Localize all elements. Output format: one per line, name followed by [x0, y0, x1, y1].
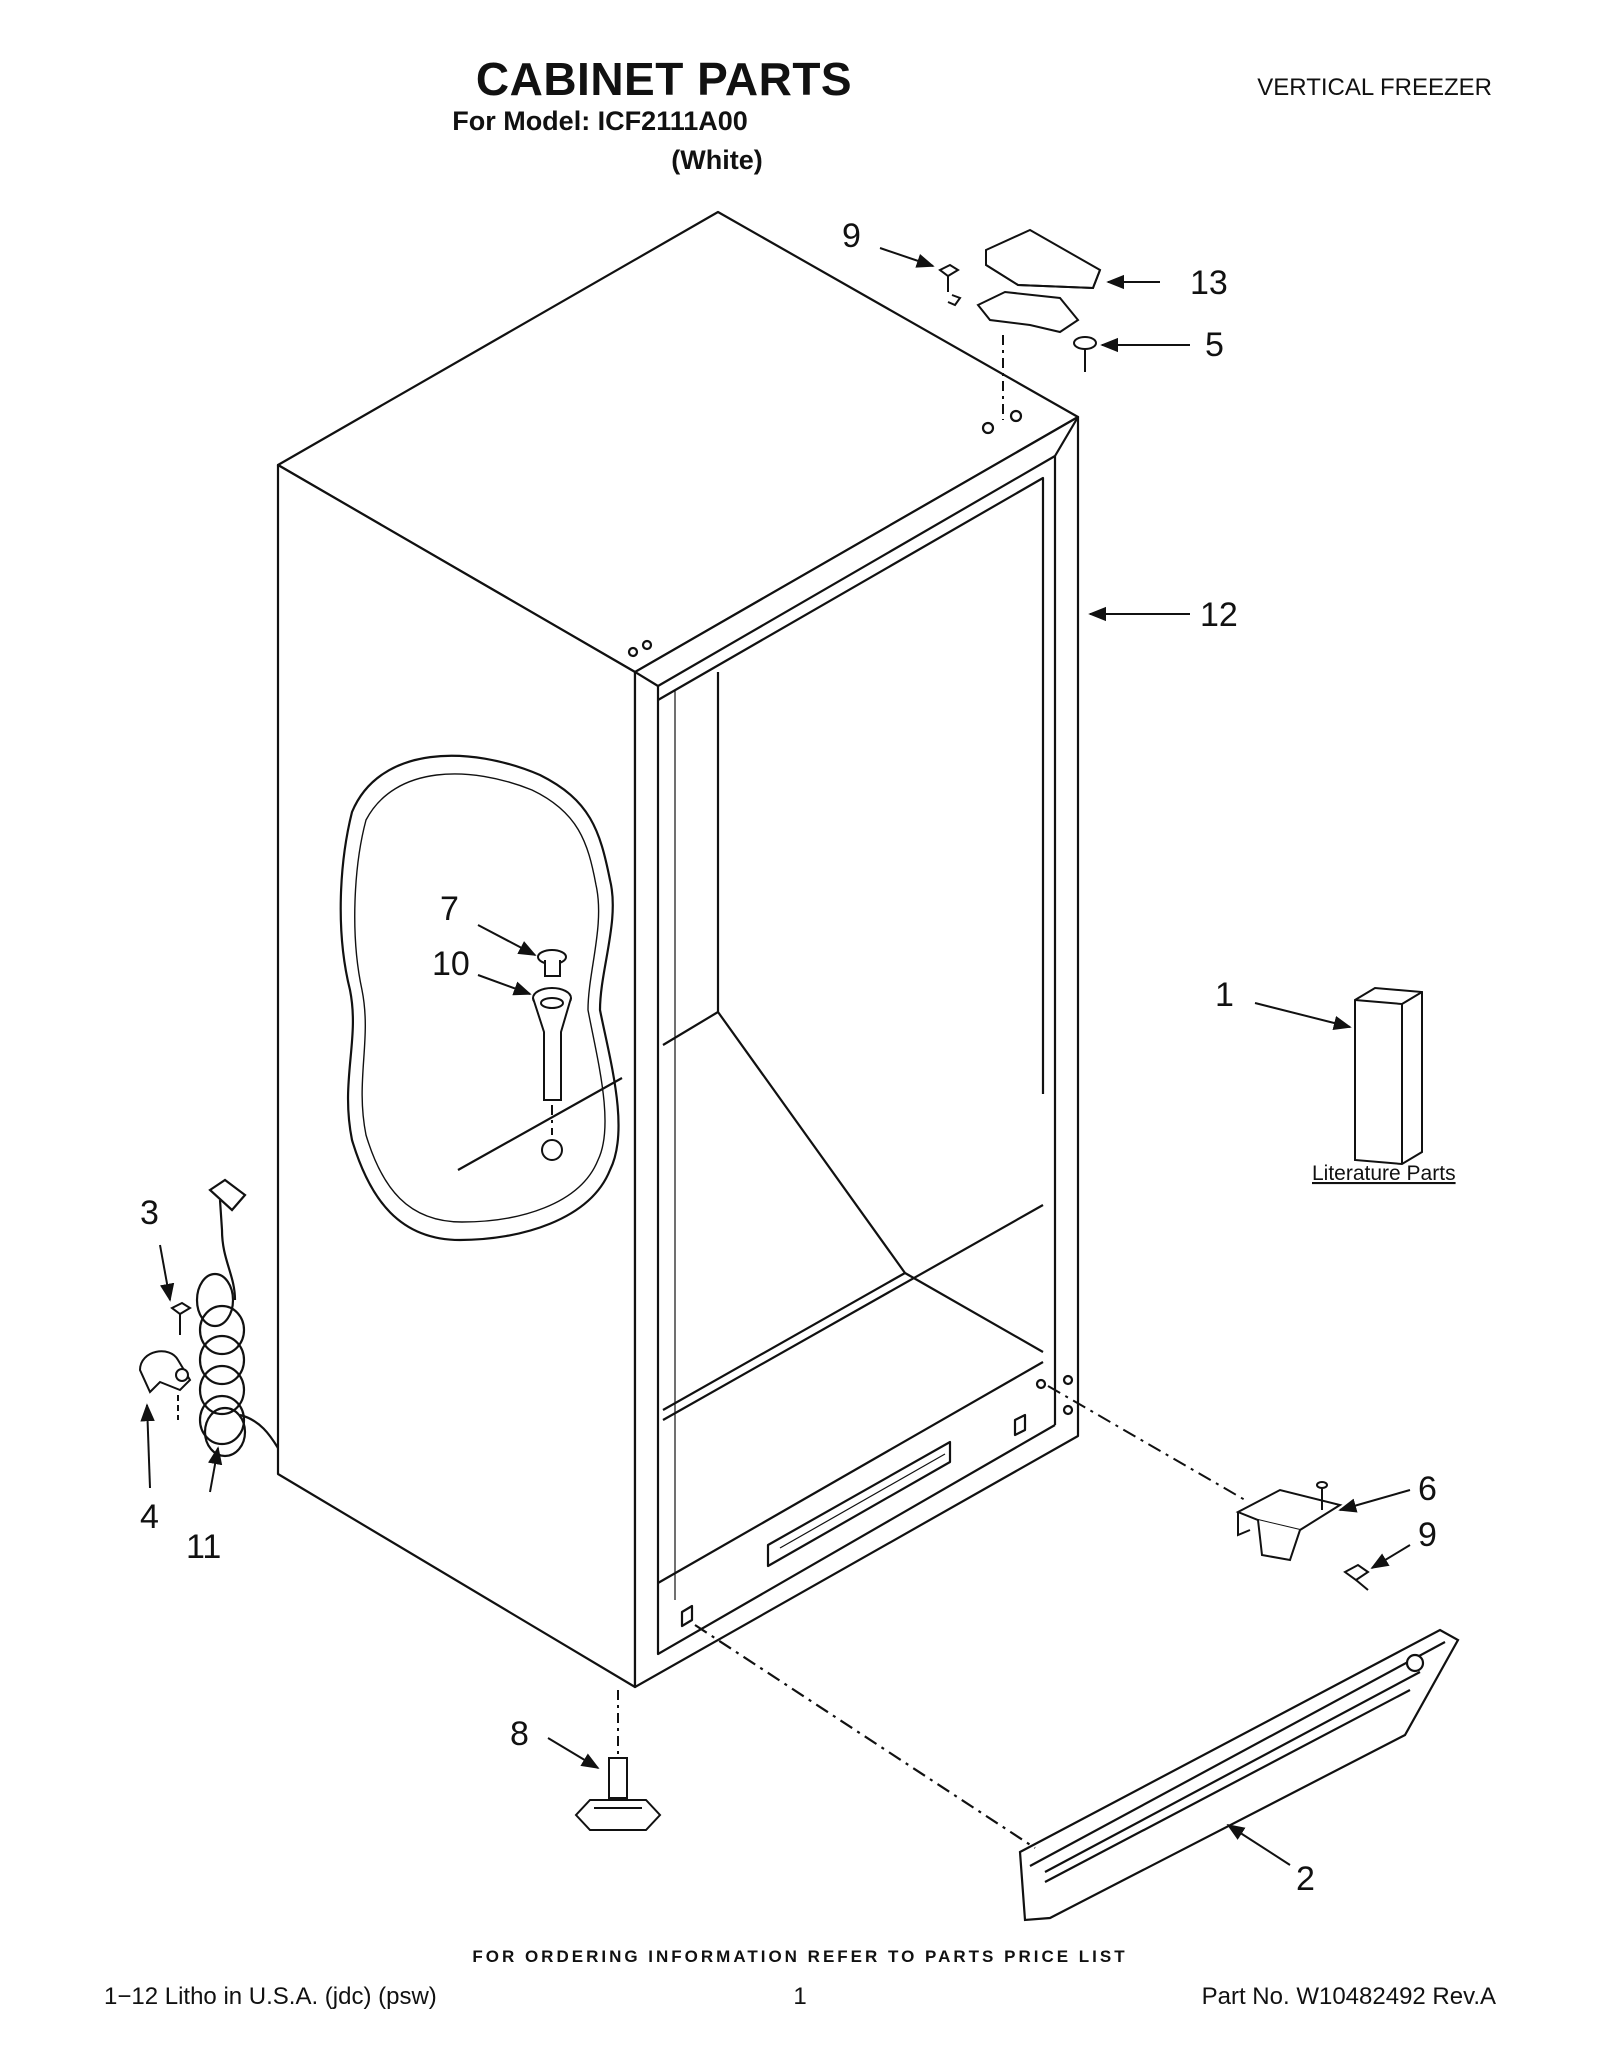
leveling-leg	[574, 1690, 662, 1831]
ordering-note: FOR ORDERING INFORMATION REFER TO PARTS …	[472, 1947, 1128, 1966]
model-number: For Model: ICF2111A00	[452, 106, 748, 136]
cord-clip	[138, 1350, 192, 1420]
hinge-screw	[1343, 1563, 1370, 1591]
callout-labels: 9 13 5 12 7 10 1 3 4 11 6 9 8 2 Literatu…	[140, 217, 1456, 1898]
drain-plug	[537, 949, 567, 977]
power-cord	[195, 1178, 279, 1458]
model-color: (White)	[671, 145, 763, 175]
leader-arrows	[140, 247, 1411, 1866]
callout-9-top: 9	[842, 217, 861, 255]
toe-grille	[694, 1624, 1460, 1922]
callout-7: 7	[440, 890, 459, 928]
product-category: VERTICAL FREEZER	[1257, 74, 1492, 101]
literature-parts-book	[1354, 986, 1423, 1166]
callout-6: 6	[1418, 1470, 1437, 1508]
callout-1: 1	[1215, 976, 1234, 1014]
literature-parts-label: Literature Parts	[1312, 1162, 1456, 1185]
drain-tube	[532, 987, 572, 1161]
callout-8: 8	[510, 1715, 529, 1753]
callout-5: 5	[1205, 326, 1224, 364]
cutaway-view	[339, 754, 623, 1242]
page-title: CABINET PARTS	[475, 53, 853, 105]
callout-13: 13	[1190, 264, 1228, 302]
bottom-hinge	[1047, 1385, 1343, 1562]
top-hinge-assembly	[938, 228, 1102, 420]
part-number: Part No. W10482492 Rev.A	[1201, 1983, 1496, 2010]
page-number: 1	[793, 1983, 807, 2010]
cabinet	[276, 210, 1080, 1689]
callout-10: 10	[432, 945, 470, 983]
callout-9-bottom: 9	[1418, 1516, 1437, 1554]
callout-3: 3	[140, 1194, 159, 1232]
callout-11: 11	[186, 1528, 221, 1566]
callout-12: 12	[1200, 596, 1238, 634]
litho-info: 1−12 Litho in U.S.A. (jdc) (psw)	[104, 1983, 437, 2010]
callout-2: 2	[1296, 1860, 1315, 1898]
callout-4: 4	[140, 1498, 159, 1536]
clip-screw	[170, 1301, 192, 1335]
